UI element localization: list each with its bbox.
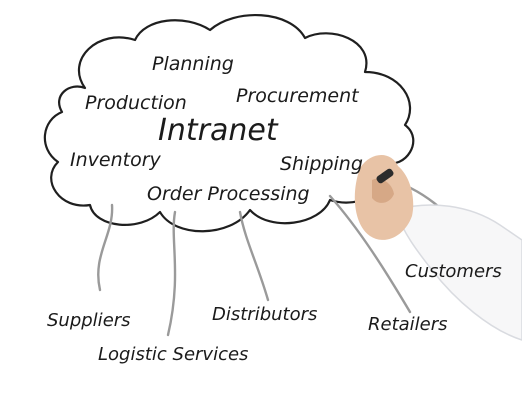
label-intranet-title: Intranet	[158, 113, 279, 148]
label-production: Production	[85, 92, 187, 114]
label-customers: Customers	[405, 261, 502, 282]
connector-retailers	[328, 194, 412, 314]
connector-distributors	[238, 210, 270, 302]
connector-logistic-services	[166, 210, 177, 337]
label-order-processing: Order Processing	[147, 183, 310, 205]
label-retailers: Retailers	[368, 314, 448, 335]
label-planning: Planning	[152, 53, 234, 75]
label-shipping: Shipping	[280, 153, 363, 175]
hand-with-marker	[354, 155, 522, 341]
label-distributors: Distributors	[212, 304, 317, 325]
label-suppliers: Suppliers	[47, 310, 131, 331]
connector-suppliers	[97, 203, 114, 292]
label-inventory: Inventory	[70, 149, 162, 171]
label-logistic-services: Logistic Services	[98, 344, 248, 365]
label-procurement: Procurement	[236, 85, 360, 107]
